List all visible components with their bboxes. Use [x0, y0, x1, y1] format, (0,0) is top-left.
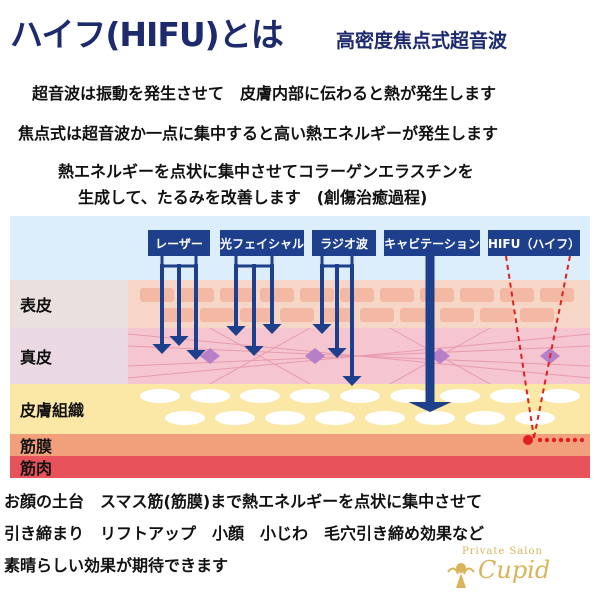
- skin-layer-diagram: 表皮 真皮 皮膚組織 筋膜 筋肉 レーザー 光フェイシャル ラジオ波 キャビテー…: [10, 216, 590, 478]
- laser-arrow-1-shaft: [160, 264, 164, 346]
- rf-arrow-2-head: [327, 348, 347, 358]
- layer-label-tissue: 皮膚組織: [20, 401, 85, 420]
- cupid-icon: [447, 563, 475, 588]
- method-hifu: HIFU（ハイフ）: [488, 230, 580, 256]
- outro-line-2: 引き締まり リフトアップ 小顔 小じわ 毛穴引き締め効果など: [4, 524, 485, 543]
- hifu-beam-1: [505, 255, 535, 439]
- method-radiofrequency: ラジオ波: [312, 230, 376, 256]
- hifu-dot: [565, 437, 571, 443]
- hifu-dot: [579, 437, 585, 443]
- photo-arrow-2-head: [244, 346, 264, 356]
- method-cavitation: キャビテーション: [384, 230, 480, 256]
- logo-tagline: Private Salon: [462, 546, 543, 557]
- outro-line-3: 素晴らしい効果が期待できます: [4, 556, 229, 575]
- page-subtitle: 高密度焦点式超音波: [336, 30, 508, 52]
- method-photofacial: 光フェイシャル: [220, 230, 304, 256]
- laser-arrow-3-head: [186, 350, 206, 360]
- layer-label-fascia: 筋膜: [20, 437, 53, 456]
- photo-arrow-2-shaft: [252, 264, 256, 348]
- photo-arrow-1-shaft: [234, 264, 238, 328]
- layer-label-muscle: 筋肉: [20, 459, 53, 478]
- page-title: ハイフ(HIFU)とは: [10, 15, 284, 54]
- hifu-focal-point: [523, 435, 533, 445]
- layer-label-dermis: 真皮: [20, 348, 53, 367]
- treatment-arrows: [152, 255, 585, 445]
- salon-logo: Private Salon Cupid: [440, 546, 570, 592]
- intro-line-1: 超音波は振動を発生させて 皮膚内部に伝わると熱が発生します: [32, 84, 497, 103]
- laser-arrow-1-head: [152, 344, 172, 354]
- rf-arrow-2-shaft: [335, 264, 339, 350]
- photo-arrow-1-head: [226, 326, 246, 336]
- cavitation-arrow-shaft: [425, 256, 435, 404]
- hifu-dot: [551, 437, 557, 443]
- cavitation-arrow-head: [408, 402, 452, 412]
- method-laser: レーザー: [148, 230, 210, 256]
- intro-line-4: 生成して、たるみを改善します (創傷治癒過程): [78, 188, 428, 207]
- photo-arrow-3-head: [262, 324, 282, 334]
- logo-name: Cupid: [478, 556, 551, 584]
- photo-arrow-3-shaft: [270, 264, 274, 326]
- fat-cells: [140, 389, 580, 425]
- laser-arrow-2-shaft: [177, 264, 181, 338]
- band-fascia: [128, 434, 590, 456]
- diagram-graphic: [10, 255, 590, 478]
- rf-arrow-3-head: [342, 376, 362, 386]
- intro-line-2: 焦点式は超音波か一点に集中すると高い熱エネルギーが発生します: [18, 124, 499, 143]
- band-muscle: [128, 456, 590, 478]
- rf-arrow-3-shaft: [350, 264, 354, 378]
- hifu-beam-2: [533, 255, 571, 439]
- outro-line-1: お顔の土台 スマス筋(筋膜)まで熱エネルギーを点状に集中させて: [4, 492, 483, 511]
- hifu-dot: [544, 437, 550, 443]
- layer-label-epidermis: 表皮: [20, 296, 53, 315]
- laser-arrow-3-shaft: [194, 264, 198, 352]
- intro-line-3: 熱エネルギーを点状に集中させてコラーゲンエラスチンを: [58, 162, 474, 181]
- epidermis-cells: [140, 288, 574, 322]
- hifu-dot: [558, 437, 564, 443]
- rf-arrow-1-head: [312, 324, 332, 334]
- hifu-dot: [537, 437, 543, 443]
- hifu-dot: [572, 437, 578, 443]
- rf-arrow-1-shaft: [320, 264, 324, 326]
- laser-arrow-2-head: [169, 336, 189, 346]
